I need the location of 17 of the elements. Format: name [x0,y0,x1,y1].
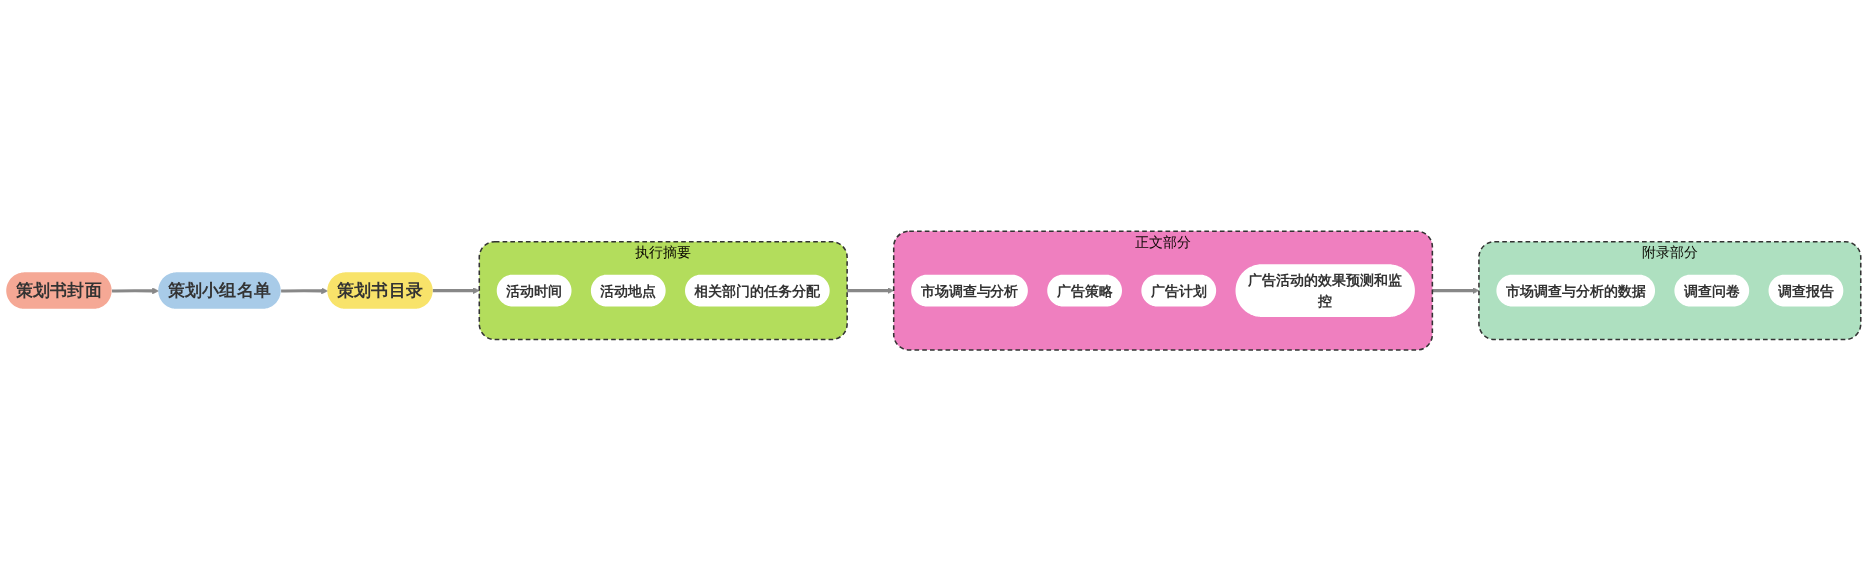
node-box: 策划小组名单 [158,272,281,309]
node-box: 市场调查与分析 [911,274,1028,307]
node-box: 策划书封面 [6,272,112,309]
arrow [847,287,894,294]
node-box: 相关部门的任务分配 [685,274,830,307]
node-box: 调查问卷 [1674,274,1750,307]
arrow [432,287,480,294]
node-box: 市场调查与分析的数据 [1496,274,1655,307]
node-box: 策划书目录 [327,272,433,309]
arrow [281,287,328,295]
node-box: 广告活动的效果预测和监控 [1235,264,1415,317]
node-box: 活动地点 [590,274,666,307]
node-box: 活动时间 [496,274,572,307]
node-box: 广告计划 [1141,274,1217,307]
node-box: 广告策略 [1047,274,1122,307]
node-box: 调查报告 [1768,274,1844,307]
arrow [112,287,159,295]
